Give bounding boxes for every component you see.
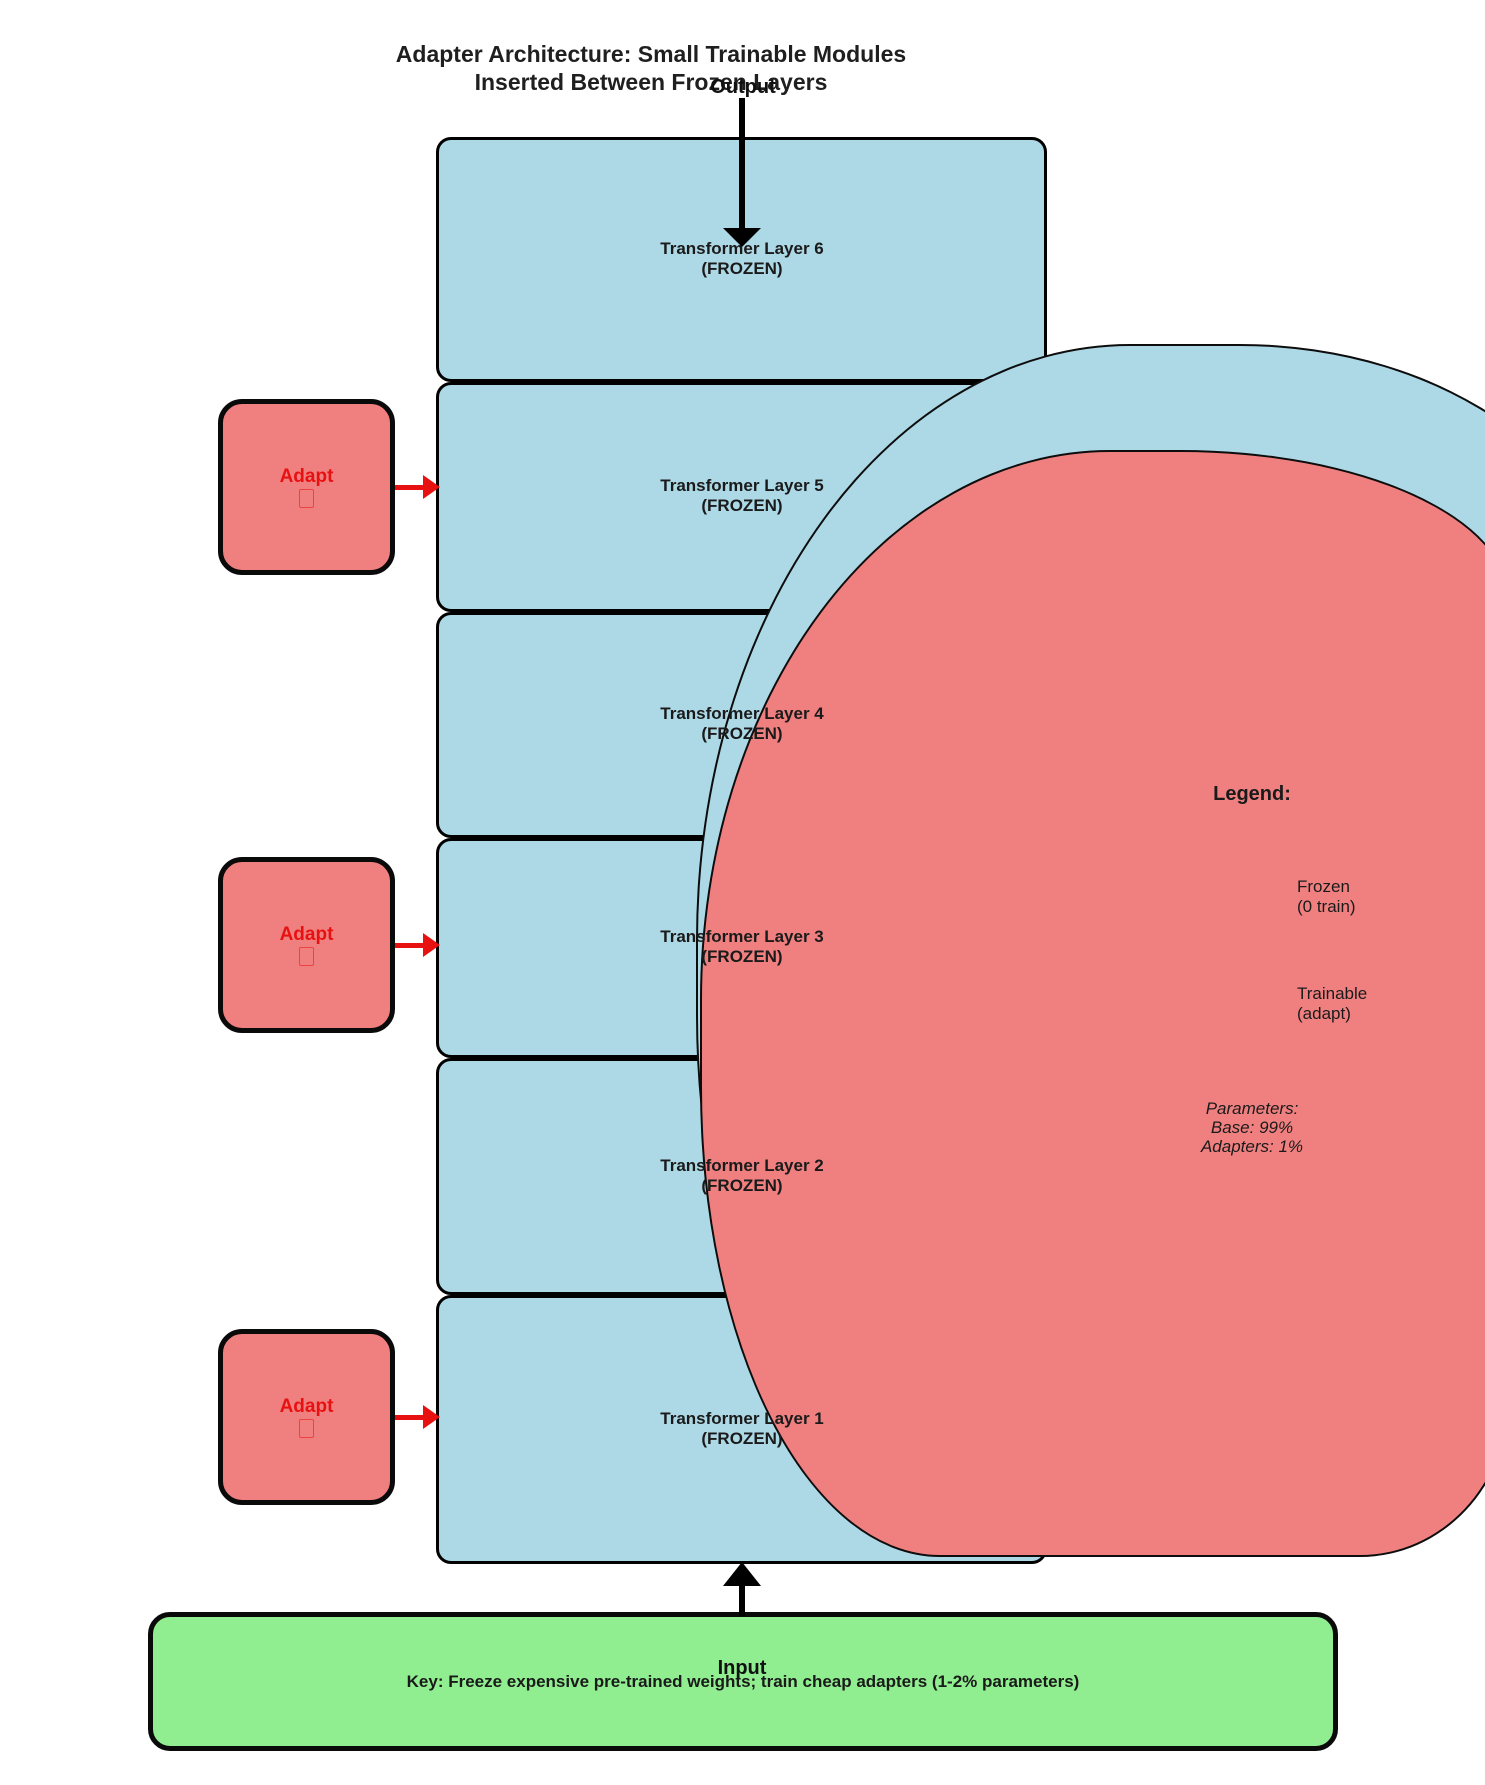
- adapter-arrow-shaft-2: [395, 942, 425, 948]
- layer-status: (FROZEN): [701, 1428, 783, 1448]
- adapter-module-3: Adapt: [218, 1329, 395, 1505]
- adapter-arrow-shaft-3: [395, 1414, 425, 1420]
- legend-item-trainable-label: Trainable: [1297, 984, 1368, 1003]
- legend-parameters-line3: Adapters: 1%: [1200, 1137, 1304, 1156]
- legend-item-trainable: Trainable (adapt): [1297, 984, 1485, 1024]
- layer-status: (FROZEN): [701, 1175, 783, 1195]
- missing-glyph-icon: [299, 947, 314, 966]
- adapter-label: Adapt: [279, 924, 334, 945]
- diagram-title-line1: Adapter Architecture: Small Trainable Mo…: [395, 41, 907, 67]
- layer-name: Transformer Layer 1: [660, 1408, 824, 1428]
- transformer-layer-label-4: Transformer Layer 4(FROZEN): [592, 704, 892, 744]
- output-label: Output: [710, 76, 776, 98]
- transformer-layer-label-1: Transformer Layer 1(FROZEN): [592, 1409, 892, 1449]
- diagram-title-line2: Inserted Between Frozen Layers: [474, 69, 828, 95]
- transformer-layer-label-5: Transformer Layer 5(FROZEN): [592, 476, 892, 516]
- adapter-arrow-head-icon: [423, 933, 440, 957]
- missing-glyph-icon: [299, 1419, 314, 1438]
- input-arrow-shaft: [739, 1586, 745, 1616]
- adapter-arrow-shaft-1: [395, 484, 425, 490]
- input-label: Input: [717, 1657, 767, 1679]
- transformer-layer-label-6: Transformer Layer 6(FROZEN): [592, 239, 892, 279]
- legend-heading: Legend:: [1213, 783, 1291, 805]
- adapter-label: Adapt: [279, 1396, 334, 1417]
- diagram-title: Adapter Architecture: Small Trainable Mo…: [151, 40, 1151, 96]
- layer-status: (FROZEN): [701, 947, 783, 966]
- legend-item-frozen: Frozen (0 train): [1297, 877, 1485, 917]
- legend-parameters: Parameters: Base: 99% Adapters: 1%: [1121, 1099, 1383, 1156]
- layer-name: Transformer Layer 2: [660, 1155, 824, 1175]
- legend-item-frozen-sublabel: (0 train): [1297, 897, 1356, 916]
- adapter-module-1: Adapt: [218, 399, 395, 575]
- layer-status: (FROZEN): [701, 496, 783, 515]
- input-arrow-head-icon: [723, 1562, 761, 1586]
- adapter-arrow-head-icon: [423, 475, 440, 499]
- layer-name: Transformer Layer 5: [660, 476, 824, 495]
- transformer-layer-label-3: Transformer Layer 3(FROZEN): [592, 927, 892, 967]
- adapter-arrow-head-icon: [423, 1405, 440, 1429]
- legend-swatch-trainable-blob: [700, 450, 1485, 1557]
- transformer-layer-label-2: Transformer Layer 2(FROZEN): [592, 1156, 892, 1196]
- output-arrow-head-icon: [723, 228, 761, 247]
- adapter-module-2: Adapt: [218, 857, 395, 1033]
- layer-name: Transformer Layer 3: [660, 927, 824, 946]
- adapter-label: Adapt: [279, 466, 334, 487]
- legend-parameters-line2: Base: 99%: [1210, 1118, 1294, 1137]
- missing-glyph-icon: [299, 489, 314, 508]
- legend-item-frozen-label: Frozen: [1297, 877, 1350, 896]
- key-note-box: Key: Freeze expensive pre-trained weight…: [148, 1612, 1338, 1751]
- key-note-text: Key: Freeze expensive pre-trained weight…: [406, 1671, 1080, 1691]
- layer-name: Transformer Layer 6: [660, 238, 824, 258]
- legend-item-trainable-sublabel: (adapt): [1297, 1004, 1351, 1023]
- legend-parameters-line1: Parameters:: [1205, 1099, 1299, 1118]
- layer-status: (FROZEN): [701, 258, 783, 278]
- layer-status: (FROZEN): [701, 724, 783, 743]
- layer-name: Transformer Layer 4: [660, 704, 824, 723]
- output-arrow-shaft: [739, 98, 745, 228]
